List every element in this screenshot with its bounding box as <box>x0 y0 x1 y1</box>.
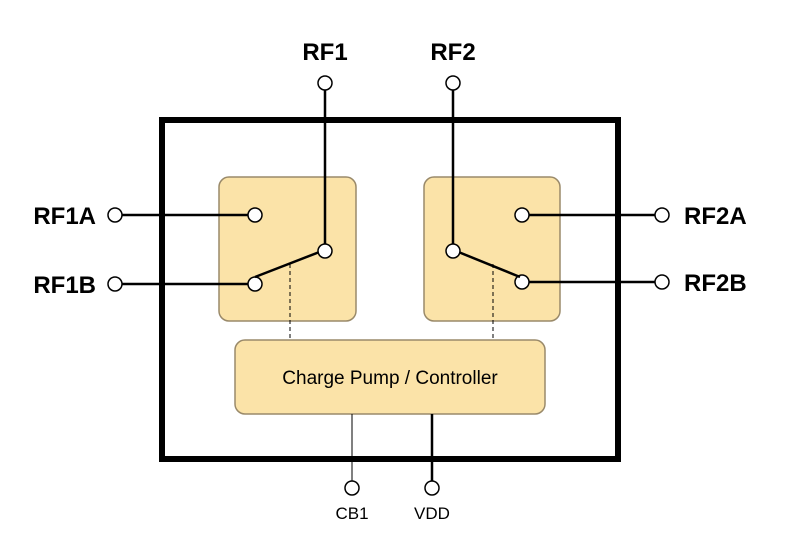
cb1-label: CB1 <box>335 504 368 523</box>
rf2a-pin-icon <box>654 207 670 223</box>
rf1b-pin-icon <box>107 276 123 292</box>
right-pivot-icon <box>445 243 461 259</box>
controller-label: Charge Pump / Controller <box>282 368 498 389</box>
vdd-pin-icon <box>424 480 440 496</box>
rf2b-pin-icon <box>654 274 670 290</box>
rf1b-label: RF1B <box>33 272 96 299</box>
rf1a-label: RF1A <box>33 203 96 230</box>
rf1-pin-icon <box>317 75 333 91</box>
rf1-label: RF1 <box>302 39 347 66</box>
rf2b-label: RF2B <box>684 270 747 297</box>
vdd-label: VDD <box>414 504 450 523</box>
rf1a-contact-icon <box>247 207 263 223</box>
rf2-pin-icon <box>445 75 461 91</box>
left-pivot-icon <box>317 243 333 259</box>
rf2a-contact-icon <box>514 207 530 223</box>
controller-block <box>234 339 546 415</box>
rf2-label: RF2 <box>430 39 475 66</box>
rf2a-label: RF2A <box>684 203 747 230</box>
switch-block-right <box>423 176 561 322</box>
switch-block-left <box>218 176 357 322</box>
right-switch-arm <box>455 249 521 279</box>
rf1a-pin-icon <box>107 207 123 223</box>
cb1-pin-icon <box>344 480 360 496</box>
rf1b-contact-icon <box>247 276 263 292</box>
chip-outline <box>159 117 621 462</box>
left-switch-arm <box>254 249 323 279</box>
rf2b-contact-icon <box>514 274 530 290</box>
